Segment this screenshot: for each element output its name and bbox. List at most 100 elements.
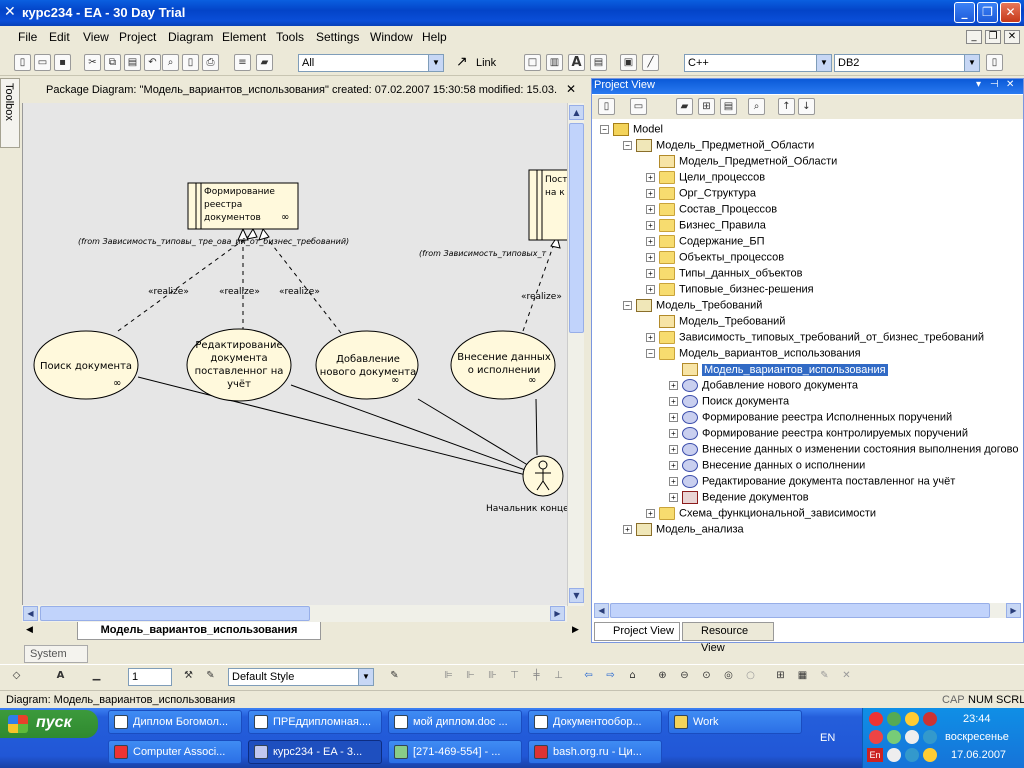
close-icon[interactable]: ✕: [566, 82, 577, 96]
tree-node[interactable]: Модель_вариантов_использования: [669, 363, 888, 379]
menu-help[interactable]: Help: [422, 30, 447, 44]
tree-node[interactable]: +Формирование реестра Исполненных поруче…: [669, 411, 952, 427]
tray-app-icon[interactable]: [905, 712, 919, 726]
expand-icon[interactable]: +: [646, 189, 655, 198]
font-color-icon[interactable]: A: [56, 670, 65, 681]
tray-language[interactable]: En: [867, 748, 883, 762]
project-view-scrollbar[interactable]: ◀ ▶: [594, 603, 1021, 618]
move-down-icon[interactable]: ↓: [798, 98, 815, 115]
clock-time[interactable]: 23:44: [963, 713, 991, 725]
tree-node[interactable]: +Объекты_процессов: [646, 251, 784, 267]
tree-node[interactable]: +Типовые_бизнес-решения: [646, 283, 814, 299]
align-left-icon[interactable]: ⊫: [444, 670, 453, 681]
align-top-icon[interactable]: ⊤: [510, 670, 519, 681]
expand-icon[interactable]: +: [646, 237, 655, 246]
menu-window[interactable]: Window: [370, 30, 413, 44]
tab-resource-view[interactable]: Resource View: [682, 622, 774, 654]
align-middle-icon[interactable]: ╪: [533, 670, 540, 681]
tree-node[interactable]: +Типы_данных_объектов: [646, 267, 802, 283]
expand-icon[interactable]: +: [646, 253, 655, 262]
pin-icon[interactable]: ⊣: [990, 79, 999, 90]
new-package-icon[interactable]: ▰: [676, 98, 693, 115]
collapse-icon[interactable]: −: [623, 141, 632, 150]
menu-edit[interactable]: Edit: [49, 30, 70, 44]
paint-icon[interactable]: ✎: [820, 670, 829, 681]
scroll-thumb[interactable]: [40, 606, 310, 621]
usecase-edit-document[interactable]: Редактирование документа поставленног на…: [186, 328, 292, 402]
menu-project[interactable]: Project: [119, 30, 157, 44]
close-icon[interactable]: ✕: [1006, 79, 1015, 90]
tree-layout-icon[interactable]: ⊞: [776, 670, 785, 681]
tree-node[interactable]: +Состав_Процессов: [646, 203, 777, 219]
expand-icon[interactable]: +: [646, 285, 655, 294]
tray-app-icon[interactable]: [887, 712, 901, 726]
tree-node[interactable]: +Поиск документа: [669, 395, 789, 411]
taskbar-item[interactable]: bash.org.ru - Ци...: [528, 740, 662, 764]
paste-icon[interactable]: ▤: [124, 54, 141, 71]
print-icon[interactable]: ⎙: [202, 54, 219, 71]
expand-icon[interactable]: +: [669, 413, 678, 422]
expand-icon[interactable]: +: [646, 269, 655, 278]
search-icon[interactable]: ⌕: [162, 54, 179, 71]
grid-icon[interactable]: ▦: [797, 670, 808, 681]
tab-scroll-right-icon[interactable]: ▶: [572, 625, 579, 635]
tray-app-icon[interactable]: [923, 748, 937, 762]
collapse-icon[interactable]: −: [623, 301, 632, 310]
tree-node[interactable]: +Бизнес_Правила: [646, 219, 766, 235]
scroll-thumb[interactable]: [610, 603, 990, 618]
page-icon[interactable]: ▯: [182, 54, 199, 71]
mdi-restore-button[interactable]: ❐: [985, 30, 1001, 44]
expand-icon[interactable]: +: [669, 493, 678, 502]
copy-icon[interactable]: ⧉: [104, 54, 121, 71]
zoom-fit-icon[interactable]: ⊙: [702, 670, 711, 681]
note-icon[interactable]: ▤: [590, 54, 607, 71]
notes-icon[interactable]: ≡: [234, 54, 251, 71]
tree-node[interactable]: +Цели_процессов: [646, 171, 765, 187]
taskbar-item[interactable]: Computer Associ...: [108, 740, 242, 764]
fill-color-icon[interactable]: ◇: [12, 670, 21, 681]
delete-icon[interactable]: ✕: [842, 670, 851, 681]
taskbar-item[interactable]: мой диплом.doc ...: [388, 710, 522, 734]
text-box-icon[interactable]: ▥: [546, 54, 563, 71]
expand-icon[interactable]: +: [623, 525, 632, 534]
expand-icon[interactable]: +: [669, 477, 678, 486]
mdi-close-button[interactable]: ✕: [1004, 30, 1020, 44]
book-icon[interactable]: ▰: [256, 54, 273, 71]
menu-diagram[interactable]: Diagram: [168, 30, 214, 44]
forward-icon[interactable]: ⇨: [606, 670, 615, 681]
filter-select[interactable]: All ▼: [298, 54, 444, 72]
magnifier-icon[interactable]: ○: [746, 670, 755, 681]
diagram-horizontal-scrollbar[interactable]: ◀ ▶: [22, 605, 567, 622]
move-up-icon[interactable]: ↑: [778, 98, 795, 115]
diagram-canvas[interactable]: Формирование реестра документов ∞ (from …: [22, 103, 567, 605]
tree-node[interactable]: −Модель_Предметной_Области: [623, 139, 814, 155]
tray-app-icon[interactable]: [905, 730, 919, 744]
scroll-left-icon[interactable]: ◀: [23, 606, 38, 621]
tree-node[interactable]: +Редактирование документа поставленног н…: [669, 475, 955, 491]
document-icon[interactable]: ▯: [986, 54, 1003, 71]
taskbar-item[interactable]: Work: [668, 710, 802, 734]
tray-shield-icon[interactable]: [869, 730, 883, 744]
start-button[interactable]: пуск: [0, 710, 98, 738]
expand-icon[interactable]: +: [669, 461, 678, 470]
format-painter-icon[interactable]: ⚒: [184, 670, 193, 681]
scroll-right-icon[interactable]: ▶: [550, 606, 565, 621]
scroll-thumb[interactable]: [569, 123, 584, 333]
tray-app-icon[interactable]: [905, 748, 919, 762]
scroll-right-icon[interactable]: ▶: [1006, 603, 1021, 618]
link-arrow-icon[interactable]: ↗: [456, 53, 468, 69]
menu-view[interactable]: View: [83, 30, 109, 44]
expand-icon[interactable]: +: [669, 381, 678, 390]
tree-node[interactable]: Модель_Предметной_Области: [646, 155, 837, 171]
align-bottom-icon[interactable]: ⊥: [554, 670, 563, 681]
database-select[interactable]: DB2 ▼: [834, 54, 980, 72]
mdi-minimize-button[interactable]: _: [966, 30, 982, 44]
usecase-add-document[interactable]: Добавление нового документа ∞: [315, 330, 419, 400]
tree-node[interactable]: +Добавление нового документа: [669, 379, 858, 395]
tree-node[interactable]: −Модель_вариантов_использования: [646, 347, 861, 363]
zoom-out-icon[interactable]: ⊖: [680, 670, 689, 681]
cut-icon[interactable]: ✂: [84, 54, 101, 71]
expand-icon[interactable]: +: [669, 445, 678, 454]
menu-file[interactable]: File: [18, 30, 38, 44]
language-indicator[interactable]: EN: [820, 732, 836, 744]
